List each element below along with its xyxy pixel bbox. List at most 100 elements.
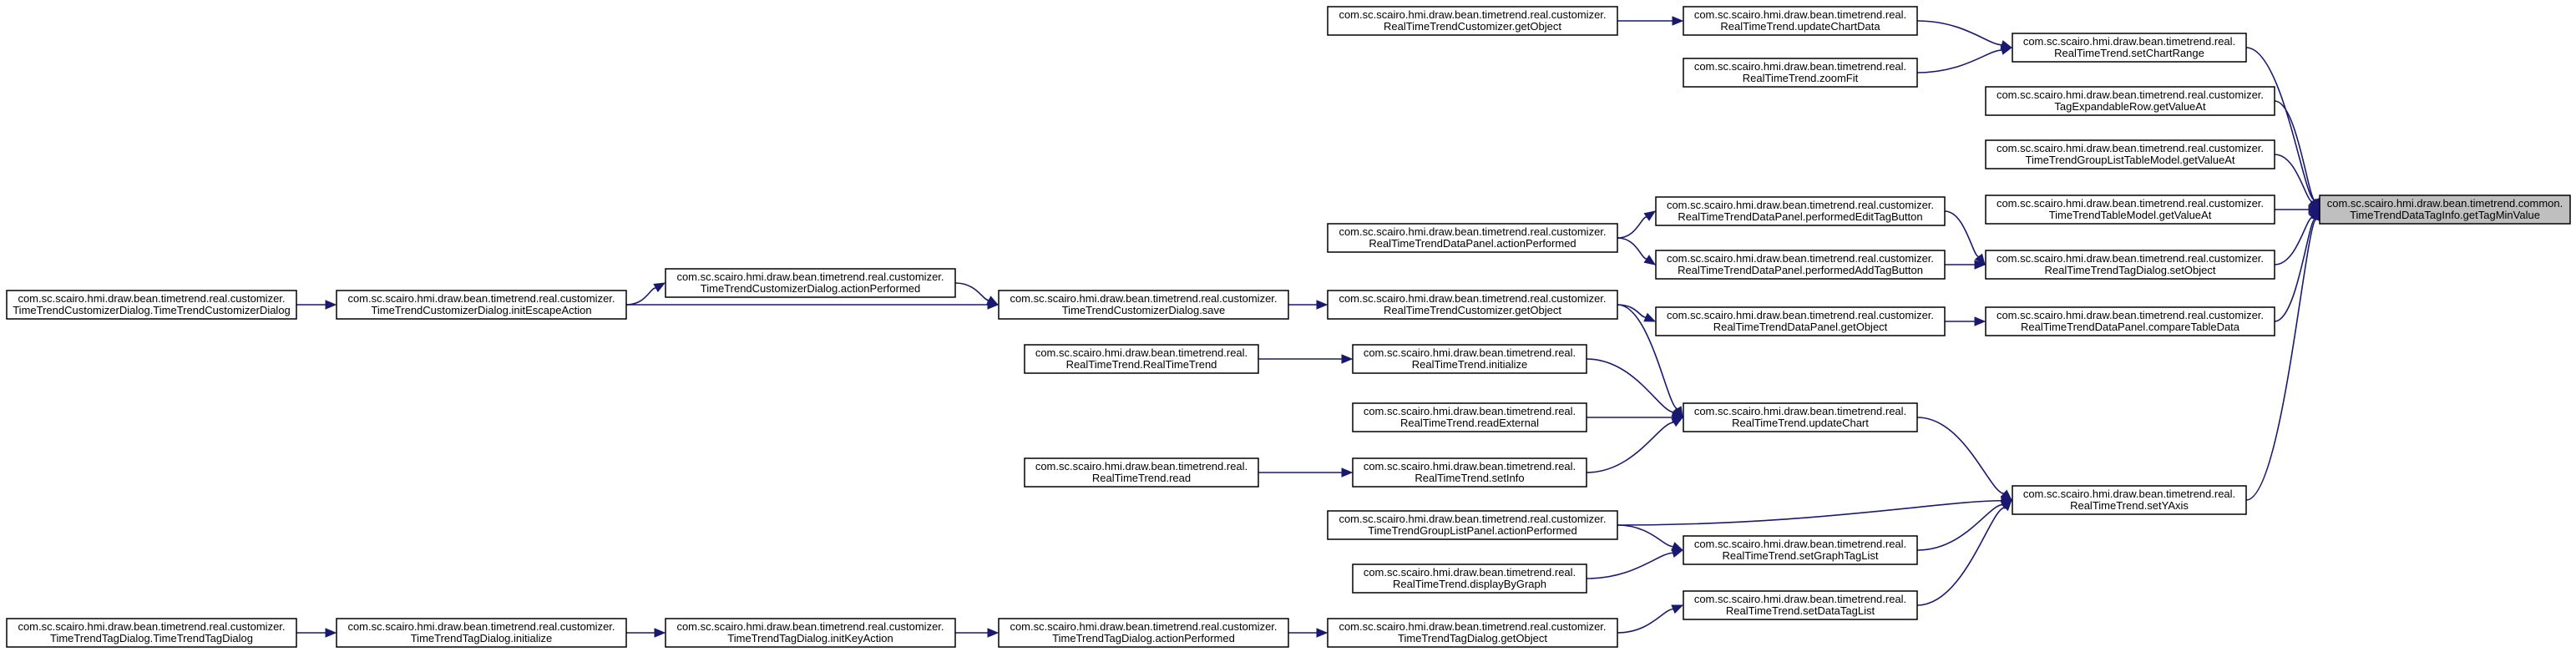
function-node[interactable]: com.sc.scairo.hmi.draw.bean.timetrend.re… [1327, 223, 1618, 253]
call-edge-n35-n26 [1916, 499, 2012, 606]
function-node[interactable]: com.sc.scairo.hmi.draw.bean.timetrend.re… [1985, 86, 2275, 116]
function-node[interactable]: com.sc.scairo.hmi.draw.bean.timetrend.re… [998, 290, 1289, 320]
node-method-label: TimeTrendCustomizerDialog.initEscapeActi… [371, 304, 591, 316]
node-box [665, 268, 956, 298]
function-node[interactable]: com.sc.scairo.hmi.draw.bean.timetrend.re… [336, 618, 627, 648]
node-package-label: com.sc.scairo.hmi.draw.bean.timetrend.re… [18, 620, 285, 633]
call-edge-n20-n21 [1258, 354, 1354, 364]
call-edge-n6-n8 [2274, 154, 2320, 211]
function-node[interactable]: com.sc.scairo.hmi.draw.bean.timetrend.re… [1985, 306, 2275, 336]
function-node[interactable]: com.sc.scairo.hmi.draw.bean.timetrend.re… [1683, 6, 1918, 36]
call-edge-n16-n17 [1288, 300, 1328, 310]
node-box [1985, 195, 2275, 225]
arrow-head-icon [2308, 198, 2320, 211]
node-method-label: RealTimeTrend.setDataTagList [1726, 604, 1875, 617]
node-package-label: com.sc.scairo.hmi.draw.bean.timetrend.re… [1997, 197, 2264, 210]
node-method-label: RealTimeTrendDataPanel.compareTableData [2021, 321, 2240, 333]
node-method-label: TimeTrendGroupListPanel.actionPerformed [1368, 524, 1577, 537]
function-node[interactable]: com.sc.scairo.hmi.draw.bean.timetrend.re… [2012, 33, 2247, 63]
arrow-head-icon [1341, 467, 1354, 478]
node-box [1327, 510, 1618, 540]
call-edge-n9-n12 [1944, 210, 1986, 266]
function-node[interactable]: com.sc.scairo.hmi.draw.bean.timetrend.re… [1985, 139, 2275, 169]
call-edge-n34-n35 [1617, 604, 1684, 634]
node-method-label: TimeTrendGroupListTableModel.getValueAt [2026, 154, 2235, 166]
node-package-label: com.sc.scairo.hmi.draw.bean.timetrend.re… [1339, 620, 1606, 633]
function-node[interactable]: com.sc.scairo.hmi.draw.bean.timetrend.re… [2012, 485, 2247, 515]
function-node[interactable]: com.sc.scairo.hmi.draw.bean.timetrend.re… [1985, 195, 2275, 225]
function-node[interactable]: com.sc.scairo.hmi.draw.bean.timetrend.re… [1327, 510, 1618, 540]
node-box [1985, 86, 2275, 116]
arrow-head-icon [1643, 255, 1657, 265]
node-box [1655, 196, 1946, 226]
call-edge-n7-n8 [2275, 205, 2320, 215]
function-node[interactable]: com.sc.scairo.hmi.draw.bean.timetrend.re… [1327, 618, 1618, 648]
function-node[interactable]: com.sc.scairo.hmi.draw.bean.timetrend.re… [998, 618, 1289, 648]
arrow-head-icon [1643, 210, 1657, 221]
call-edge-n18-n19 [1945, 316, 1986, 326]
function-node[interactable]: com.sc.scairo.hmi.draw.bean.timetrend.re… [1683, 590, 1918, 620]
node-package-label: com.sc.scairo.hmi.draw.bean.timetrend.re… [1035, 346, 1248, 359]
edge-line [1617, 524, 1673, 548]
edge-line [1916, 20, 2002, 46]
node-method-label: RealTimeTrend.setYAxis [2070, 499, 2189, 512]
function-node[interactable]: com.sc.scairo.hmi.draw.bean.timetrend.re… [1352, 344, 1587, 374]
node-box [665, 618, 956, 648]
node-package-label: com.sc.scairo.hmi.draw.bean.timetrend.re… [1339, 292, 1606, 305]
arrow-head-icon [1974, 260, 1986, 270]
node-package-label: com.sc.scairo.hmi.draw.bean.timetrend.re… [1364, 566, 1576, 579]
node-method-label: RealTimeTrend.setChartRange [2054, 47, 2204, 59]
function-node[interactable]: com.sc.scairo.hmi.draw.bean.timetrend.re… [1352, 564, 1587, 594]
function-node[interactable]: com.sc.scairo.hmi.draw.bean.timetrend.re… [6, 290, 297, 320]
call-edge-n28-n26 [1916, 499, 2013, 551]
node-box [1024, 344, 1259, 374]
call-edge-n27-n26 [1617, 496, 2013, 526]
node-box [6, 290, 297, 320]
edge-line [1586, 552, 1673, 579]
function-node[interactable]: com.sc.scairo.hmi.draw.bean.timetrend.re… [665, 618, 956, 648]
edge-line [1617, 608, 1674, 634]
function-node[interactable]: com.sc.scairo.hmi.draw.bean.timetrend.re… [1683, 402, 1918, 432]
node-package-label: com.sc.scairo.hmi.draw.bean.timetrend.re… [1339, 225, 1606, 238]
function-node[interactable]: com.sc.scairo.hmi.draw.bean.timetrend.re… [336, 290, 627, 320]
node-method-label: TimeTrendTableModel.getValueAt [2049, 209, 2212, 221]
node-method-label: TimeTrendDataTagInfo.getTagMinValue [2350, 209, 2540, 221]
node-method-label: RealTimeTrend.RealTimeTrend [1066, 358, 1217, 371]
node-package-label: com.sc.scairo.hmi.draw.bean.timetrend.re… [1997, 88, 2264, 101]
function-node[interactable]: com.sc.scairo.hmi.draw.bean.timetrend.re… [1024, 344, 1259, 374]
node-method-label: RealTimeTrend.displayByGraph [1393, 578, 1546, 590]
edge-line [2274, 100, 2316, 201]
function-node[interactable]: com.sc.scairo.hmi.draw.bean.timetrend.re… [1655, 306, 1946, 336]
edge-line [1916, 417, 2005, 494]
arrow-head-icon [1671, 548, 1684, 558]
function-node[interactable]: com.sc.scairo.hmi.draw.bean.timetrend.re… [1683, 58, 1918, 88]
node-method-label: RealTimeTrend.zoomFit [1743, 72, 1859, 84]
function-node[interactable]: com.sc.scairo.hmi.draw.bean.timetrend.re… [1327, 6, 1618, 36]
node-method-label: TimeTrendTagDialog.initialize [411, 632, 553, 644]
edge-line [1617, 499, 2002, 526]
focus-function-node[interactable]: com.sc.scairo.hmi.draw.bean.timetrend.co… [2319, 195, 2571, 225]
function-node[interactable]: com.sc.scairo.hmi.draw.bean.timetrend.re… [6, 618, 297, 648]
function-node[interactable]: com.sc.scairo.hmi.draw.bean.timetrend.re… [665, 268, 956, 298]
function-node[interactable]: com.sc.scairo.hmi.draw.bean.timetrend.re… [1352, 402, 1587, 432]
function-node[interactable]: com.sc.scairo.hmi.draw.bean.timetrend.re… [1352, 457, 1587, 488]
edge-line [1916, 507, 2006, 606]
edge-line [954, 282, 989, 301]
arrow-head-icon [1316, 300, 1328, 310]
node-box [1327, 290, 1618, 320]
node-package-label: com.sc.scairo.hmi.draw.bean.timetrend.re… [347, 292, 615, 305]
function-node[interactable]: com.sc.scairo.hmi.draw.bean.timetrend.re… [1327, 290, 1618, 320]
node-package-label: com.sc.scairo.hmi.draw.bean.timetrend.re… [2023, 35, 2235, 48]
function-node[interactable]: com.sc.scairo.hmi.draw.bean.timetrend.re… [1024, 457, 1259, 488]
function-node[interactable]: com.sc.scairo.hmi.draw.bean.timetrend.re… [1683, 535, 1918, 565]
call-edge-n22-n23 [1586, 412, 1684, 422]
arrow-head-icon [654, 628, 666, 638]
function-node[interactable]: com.sc.scairo.hmi.draw.bean.timetrend.re… [1655, 196, 1946, 226]
node-box [1655, 250, 1946, 280]
function-node[interactable]: com.sc.scairo.hmi.draw.bean.timetrend.re… [1985, 250, 2275, 280]
function-node[interactable]: com.sc.scairo.hmi.draw.bean.timetrend.re… [1655, 250, 1946, 280]
edge-line [1944, 210, 1980, 258]
node-box [1985, 139, 2275, 169]
call-edge-n31-n32 [625, 628, 666, 638]
node-package-label: com.sc.scairo.hmi.draw.bean.timetrend.re… [1364, 405, 1576, 417]
